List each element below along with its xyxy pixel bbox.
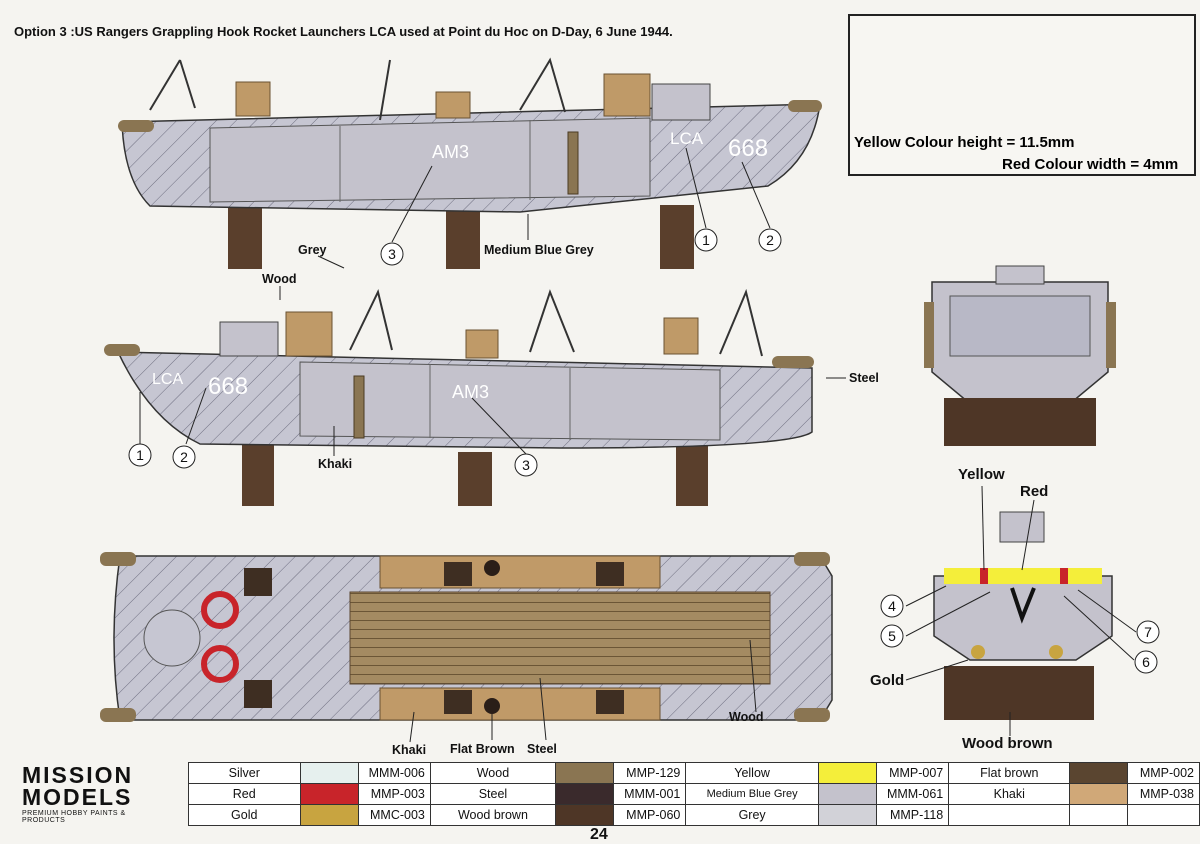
paint-code: MMM-006	[357, 762, 431, 784]
paint-name: Silver	[188, 762, 301, 784]
label-khaki: Khaki	[318, 457, 353, 471]
svg-text:4: 4	[888, 598, 896, 614]
callout-5: 5	[880, 624, 904, 648]
paint-code: MMP-007	[875, 762, 950, 784]
paint-swatch	[817, 762, 877, 784]
paint-code: MMP-002	[1127, 762, 1200, 784]
paint-code: MMP-129	[613, 762, 687, 784]
paint-swatch	[299, 804, 359, 826]
stand-block	[446, 205, 480, 269]
callout-2-middle: 2	[172, 445, 196, 469]
brand-tagline: PREMIUM HOBBY PAINTS & PRODUCTS	[22, 810, 126, 824]
svg-text:3: 3	[522, 457, 530, 473]
stand-block	[660, 205, 694, 269]
page-title: Option 3 :US Rangers Grappling Hook Rock…	[14, 24, 673, 39]
paint-name	[948, 804, 1071, 826]
stern-view	[924, 265, 1116, 446]
label-yellow: Yellow	[958, 466, 1005, 483]
paint-swatch	[817, 804, 877, 826]
svg-text:3: 3	[388, 246, 396, 262]
paint-name: Khaki	[948, 783, 1071, 805]
paint-name: Gold	[188, 804, 301, 826]
stand-block	[228, 205, 262, 269]
paint-reference-table: Silver MMM-006 Wood MMP-129 Yellow MMP-0…	[188, 762, 1200, 826]
hull-number-middle: 668	[208, 373, 248, 400]
callouts: 3 1 2 1 2 3 4 5	[128, 228, 1160, 674]
paint-code: MMP-060	[613, 804, 687, 826]
hull-code-upper: AM3	[432, 142, 469, 162]
paint-code	[1127, 804, 1200, 826]
paint-swatch	[1069, 762, 1129, 784]
paint-swatch	[554, 783, 615, 805]
label-khaki-top: Khaki	[392, 743, 427, 757]
hull-lca-middle: LCA	[152, 371, 183, 388]
brand-line-1: MISSION	[22, 762, 134, 788]
svg-text:1: 1	[702, 232, 710, 248]
label-grey: Grey	[298, 243, 327, 257]
inset-yellow-note: Yellow Colour height = 11.5mm	[854, 134, 1075, 151]
paint-row: Gold MMC-003 Wood brown MMP-060 Grey MMP…	[188, 804, 1200, 826]
callout-6: 6	[1134, 650, 1158, 674]
paint-name: Wood	[429, 762, 556, 784]
paint-row: Red MMP-003 Steel MMM-001 Medium Blue Gr…	[188, 783, 1200, 805]
brand-line-2: MODELS	[22, 784, 133, 810]
callout-3-middle: 3	[514, 453, 538, 477]
paint-code: MMC-003	[357, 804, 431, 826]
paint-swatch	[299, 762, 359, 784]
hull-lca-upper: LCA	[670, 129, 704, 148]
callout-1-middle: 1	[128, 443, 152, 467]
label-flat-brown: Flat Brown	[450, 742, 515, 756]
paint-swatch	[299, 783, 359, 805]
callout-1-upper: 1	[694, 228, 718, 252]
paint-name: Flat brown	[948, 762, 1071, 784]
paint-swatch	[554, 762, 615, 784]
svg-text:6: 6	[1142, 654, 1150, 670]
callout-7: 7	[1136, 620, 1160, 644]
hull-number-upper: 668	[728, 135, 768, 162]
label-wood-brown: Wood brown	[962, 735, 1053, 752]
label-wood: Wood	[262, 272, 297, 286]
label-wood-top: Wood	[729, 710, 764, 724]
label-red: Red	[1020, 483, 1049, 500]
paint-row: Silver MMM-006 Wood MMP-129 Yellow MMP-0…	[188, 762, 1200, 784]
svg-text:2: 2	[180, 449, 188, 465]
svg-text:5: 5	[888, 628, 896, 644]
paint-name: Steel	[429, 783, 556, 805]
paint-code: MMM-061	[875, 783, 950, 805]
paint-swatch	[554, 804, 615, 826]
paint-name: Wood brown	[429, 804, 556, 826]
page-number: 24	[590, 826, 608, 843]
paint-name: Red	[188, 783, 301, 805]
paint-name: Medium Blue Grey	[685, 783, 819, 805]
label-steel-top: Steel	[527, 742, 557, 756]
paint-code: MMM-001	[613, 783, 687, 805]
svg-text:2: 2	[766, 232, 774, 248]
hull-code-middle: AM3	[452, 382, 489, 402]
inset-red-note: Red Colour width = 4mm	[1002, 156, 1179, 173]
side-view-starboard: AM3 LCA 668	[118, 57, 822, 269]
paint-swatch	[817, 783, 877, 805]
svg-text:7: 7	[1144, 624, 1152, 640]
callout-4: 4	[880, 594, 904, 618]
leader-lines	[139, 147, 1137, 743]
brand-logo: MISSION MODELS PREMIUM HOBBY PAINTS & PR…	[22, 762, 162, 825]
label-medium-blue-grey: Medium Blue Grey	[484, 243, 594, 257]
callout-2-upper: 2	[758, 228, 782, 252]
side-view-port: LCA 668 AM3	[104, 288, 814, 506]
label-gold: Gold	[870, 672, 905, 689]
label-steel: Steel	[849, 371, 879, 385]
paint-swatch	[1069, 783, 1129, 805]
colour-dimension-inset: Yellow Colour height = 11.5mm Red Colour…	[848, 14, 1196, 176]
top-view	[100, 552, 833, 722]
paint-name: Yellow	[685, 762, 819, 784]
paint-code: MMP-003	[357, 783, 431, 805]
bow-view	[933, 511, 1113, 720]
paint-name: Grey	[685, 804, 819, 826]
paint-code: MMP-118	[875, 804, 950, 826]
svg-text:1: 1	[136, 447, 144, 463]
callout-3-upper: 3	[380, 242, 404, 266]
paint-swatch	[1069, 804, 1129, 826]
paint-code: MMP-038	[1127, 783, 1200, 805]
